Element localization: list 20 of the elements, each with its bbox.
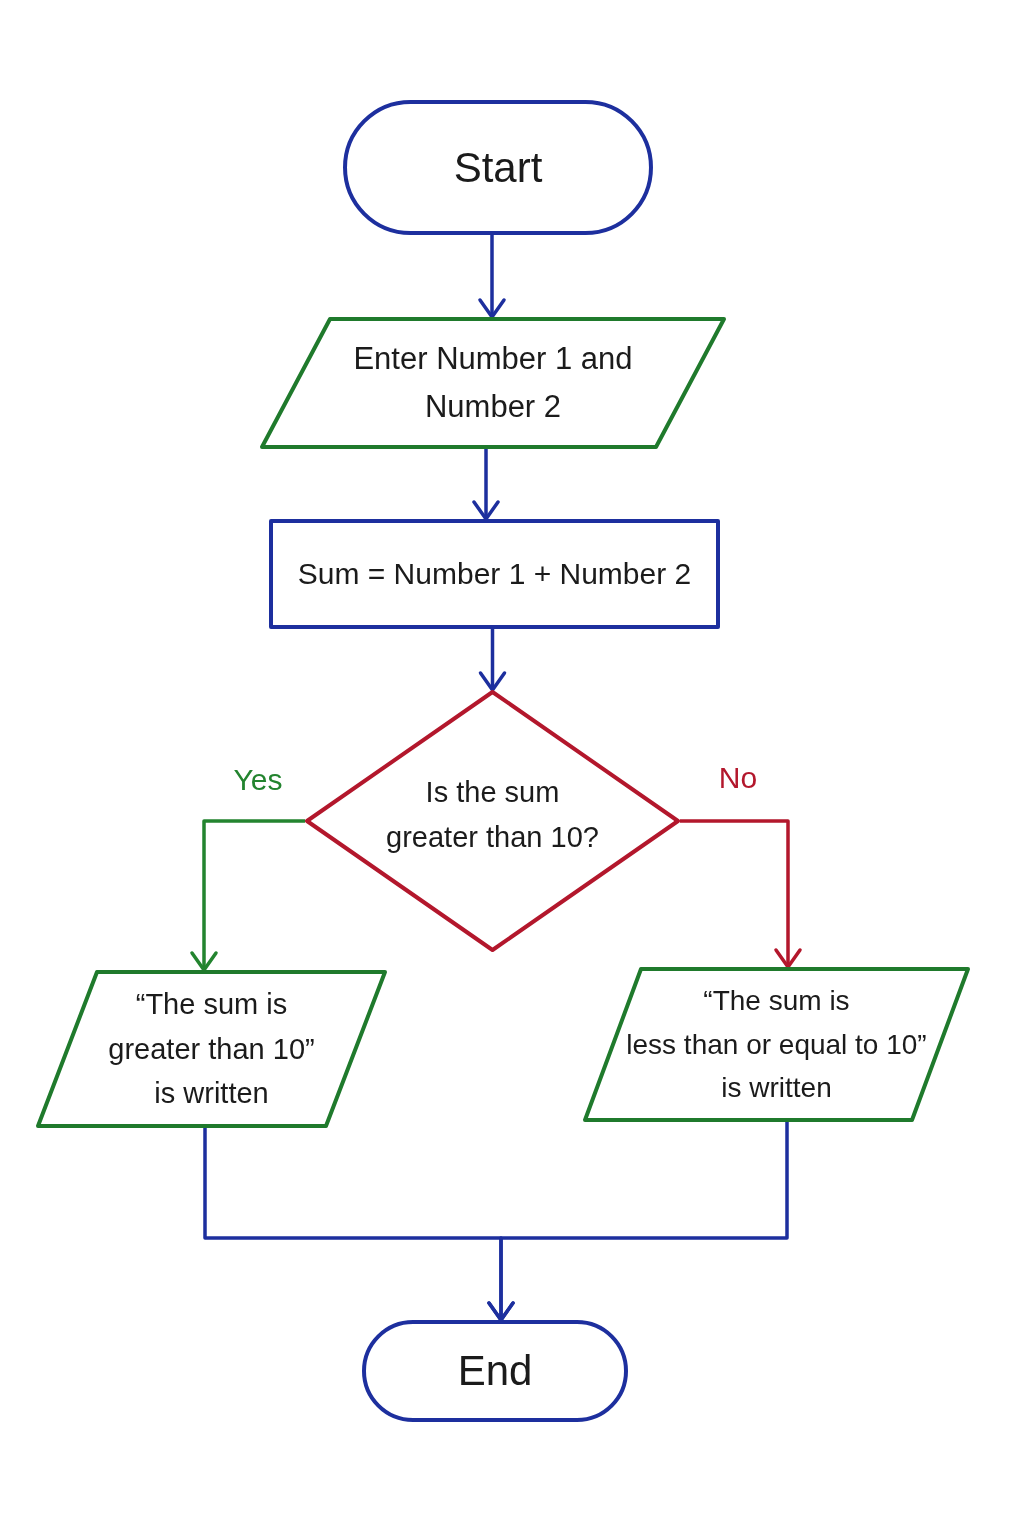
node-text: Sum = Number 1 + Number 2	[297, 555, 692, 592]
arrow	[472, 449, 500, 521]
terminal-shape	[343, 100, 653, 235]
input-output-parallelogram	[260, 317, 726, 449]
arrow	[478, 629, 507, 692]
node-text: “The sum is greater than 10” is written	[108, 986, 315, 1112]
input-output-parallelogram	[36, 970, 387, 1128]
arrow	[190, 819, 305, 972]
terminal-shape	[362, 1320, 628, 1422]
arrow	[680, 819, 802, 969]
arrow	[487, 1122, 789, 1322]
input-output-parallelogram	[583, 967, 970, 1122]
arrow	[478, 235, 506, 319]
node-text: Enter Number 1 and Number 2	[353, 339, 633, 426]
process-box	[269, 519, 720, 629]
node-text: End	[457, 1346, 533, 1397]
node-text: “The sum is less than or equal to 10” is written	[626, 984, 927, 1106]
node-text: Start	[453, 142, 543, 193]
decision-diamond	[305, 690, 680, 952]
node-text: Is the sum greater than 10?	[386, 775, 599, 855]
